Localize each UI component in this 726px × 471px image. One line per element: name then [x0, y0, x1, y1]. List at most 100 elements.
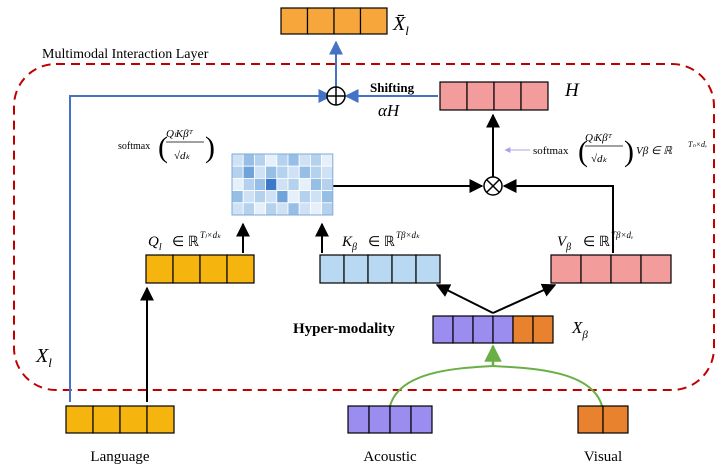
value-token-cell: [550, 254, 582, 284]
heatmap-cell: [276, 165, 289, 179]
acoustic-token-cell: [410, 405, 433, 434]
x-l-label: Xl: [35, 345, 52, 370]
visual-token-cell: [577, 405, 604, 434]
svg-text:softmax: softmax: [118, 141, 150, 152]
hyper-token-cell: [512, 315, 534, 344]
heatmap-cell: [265, 202, 278, 216]
h-label: H: [564, 80, 580, 101]
svg-text:Tβ×dᵥ: Tβ×dᵥ: [611, 230, 634, 240]
value-token-cell: [610, 254, 642, 284]
svg-text:Vβ ∈ ℝ: Vβ ∈ ℝ: [636, 145, 673, 157]
hyper-token-cell: [492, 315, 514, 344]
svg-text:∈ ℝ: ∈ ℝ: [172, 235, 199, 250]
output-token-row: [280, 7, 388, 35]
language-residual-arrow: [69, 89, 333, 402]
hyper-token-cell: [532, 315, 554, 344]
heatmap-cell: [265, 153, 278, 167]
value-token-cell: [640, 254, 672, 284]
heatmap-cell: [242, 165, 255, 179]
query-token-cell: [199, 254, 228, 284]
svg-text:QₗKβᵀ: QₗKβᵀ: [585, 132, 613, 144]
svg-text:(: (: [158, 131, 168, 164]
heatmap-cell: [253, 177, 266, 191]
heatmap-cell: [242, 202, 255, 216]
query-token-cell: [172, 254, 201, 284]
heatmap-cell: [298, 177, 311, 191]
output-token-cell: [333, 7, 362, 35]
heatmap-cell: [298, 190, 311, 204]
add-operator-icon: [326, 86, 346, 106]
heatmap-cell: [265, 165, 278, 179]
svg-text:QₗKβᵀ: QₗKβᵀ: [166, 128, 194, 140]
heatmap-cell: [309, 165, 322, 179]
svg-text:∈ ℝ: ∈ ℝ: [368, 235, 395, 250]
svg-text:): ): [205, 131, 215, 164]
output-token-cell: [306, 7, 335, 35]
heatmap-cell: [231, 165, 244, 179]
heatmap-cell: [309, 202, 322, 216]
visual-label: Visual: [584, 449, 622, 465]
heatmap-border: [231, 153, 334, 216]
heatmap-cell: [309, 190, 322, 204]
layer-title: Multimodal Interaction Layer: [42, 47, 209, 62]
heatmap-cell: [287, 165, 300, 179]
heatmap-cell: [231, 177, 244, 191]
key-token-cell: [367, 254, 393, 284]
svg-text:∈ ℝ: ∈ ℝ: [583, 235, 610, 250]
acoustic-merge-arrow: [389, 365, 494, 407]
key-label: Kβ ∈ ℝ Tβ×dₖ: [341, 230, 420, 253]
hyper-token-cell: [472, 315, 494, 344]
heatmap-cell: [287, 202, 300, 216]
interaction-layer-frame: [13, 63, 715, 391]
output-token-cell: [359, 7, 388, 35]
key-token-cell: [343, 254, 369, 284]
svg-text:): ): [624, 135, 634, 168]
heatmap-cell: [231, 202, 244, 216]
svg-text:√dₖ: √dₖ: [174, 150, 191, 162]
multiply-operator-icon: [483, 176, 503, 196]
softmax-formula-left: softmax ( QₗKβᵀ √dₖ ): [118, 128, 215, 164]
svg-text:√dₖ: √dₖ: [591, 153, 608, 165]
svg-text:(: (: [578, 135, 588, 168]
heatmap-cell: [276, 202, 289, 216]
acoustic-token-row: [347, 405, 433, 434]
hyper-modality-label: Hyper-modality: [293, 321, 395, 337]
hyper-modality-token-row: [432, 315, 554, 344]
h-token-row: [439, 81, 549, 111]
acoustic-token-cell: [368, 405, 391, 434]
key-token-row: [319, 254, 441, 284]
svg-text:Ql: Ql: [148, 234, 162, 253]
visual-token-row: [577, 405, 629, 434]
heatmap-cell: [242, 153, 255, 167]
query-token-cell: [145, 254, 174, 284]
heatmap-cell: [253, 165, 266, 179]
svg-text:Kβ: Kβ: [341, 234, 357, 253]
language-token-row: [65, 405, 175, 434]
heatmap-cell: [242, 190, 255, 204]
language-label: Language: [90, 449, 149, 465]
heatmap-cell: [231, 153, 244, 167]
heatmap-cell: [321, 202, 334, 216]
language-token-cell: [146, 405, 175, 434]
language-token-cell: [92, 405, 121, 434]
svg-text:Tₗ×dₖ: Tₗ×dₖ: [200, 230, 221, 240]
key-token-cell: [391, 254, 417, 284]
hyper-token-cell: [432, 315, 454, 344]
heatmap-cell: [309, 153, 322, 167]
heatmap-cell: [287, 190, 300, 204]
h-token-cell: [439, 81, 468, 111]
heatmap-cell: [253, 202, 266, 216]
query-token-row: [145, 254, 255, 284]
svg-text:Vβ: Vβ: [557, 234, 571, 253]
hyper-token-cell: [452, 315, 474, 344]
output-label: X̄l: [392, 13, 409, 38]
heatmap-cell: [298, 202, 311, 216]
h-token-cell: [493, 81, 522, 111]
shifting-label: Shifting: [370, 80, 415, 95]
acoustic-label: Acoustic: [363, 449, 417, 465]
softmax-formula-right: softmax ( QₗKβᵀ √dₖ ) Vβ ∈ ℝ Tₙ×dᵥ: [533, 132, 707, 168]
heatmap-cell: [287, 153, 300, 167]
alpha-h-label: αH: [378, 101, 401, 120]
x-beta-label: Xβ: [571, 318, 588, 341]
